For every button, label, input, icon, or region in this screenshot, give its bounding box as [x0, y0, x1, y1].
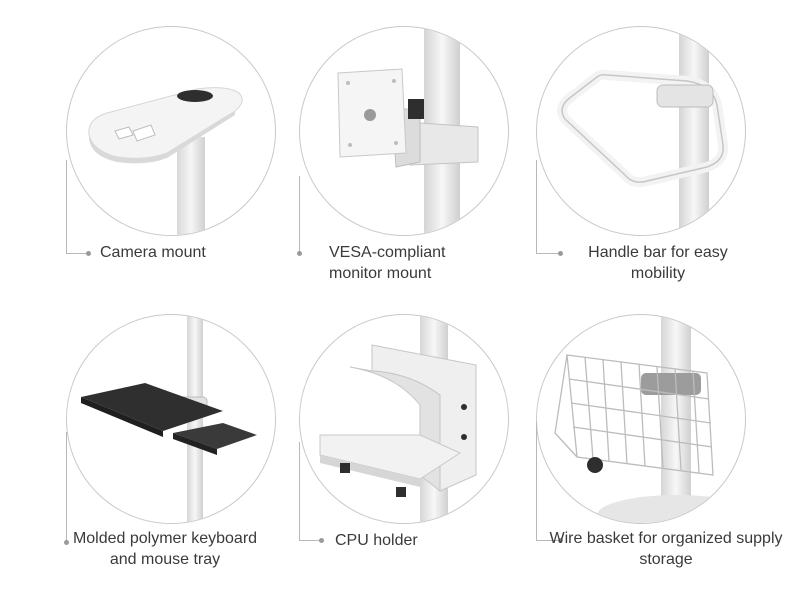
- camera-mount-image: [66, 26, 276, 236]
- camera-mount-dot: [86, 251, 91, 256]
- feature-handle-bar: Handle bar for easy mobility: [534, 0, 800, 302]
- cpu-holder-caption: CPU holder: [335, 532, 418, 549]
- feature-camera-mount: Camera mount: [0, 0, 276, 302]
- handle-bar-leader: [536, 160, 561, 254]
- feature-keyboard-tray: Molded polymer keyboard and mouse tray: [0, 302, 276, 604]
- keyboard-tray-image: [66, 314, 276, 524]
- camera-mount-leader: [66, 160, 89, 254]
- monitor-mount-leader: [299, 176, 322, 254]
- feature-cpu-holder: CPU holder: [267, 302, 534, 604]
- wire-basket-caption: Wire basket for organized supply storage: [549, 530, 783, 568]
- wire-basket-leader: [536, 422, 561, 541]
- camera-mount-caption: Camera mount: [100, 244, 206, 261]
- cpu-holder-image: [299, 314, 509, 524]
- handle-bar-caption: Handle bar for easy mobility: [588, 244, 728, 282]
- monitor-mount-dot: [297, 251, 302, 256]
- feature-monitor-mount: VESA-compliant monitor mount: [267, 0, 534, 302]
- keyboard-tray-dot: [64, 540, 69, 545]
- wire-basket-image: [536, 314, 746, 524]
- keyboard-tray-leader: [66, 432, 68, 542]
- monitor-mount-caption: VESA-compliant monitor mount: [329, 244, 446, 282]
- cpu-holder-leader: [299, 442, 322, 541]
- cpu-holder-dot: [319, 538, 324, 543]
- handle-bar-image: [536, 26, 746, 236]
- feature-wire-basket: Wire basket for organized supply storage: [534, 302, 800, 604]
- handle-bar-dot: [558, 251, 563, 256]
- monitor-mount-image: [299, 26, 509, 236]
- wire-basket-dot: [558, 538, 563, 543]
- keyboard-tray-caption: Molded polymer keyboard and mouse tray: [72, 530, 258, 568]
